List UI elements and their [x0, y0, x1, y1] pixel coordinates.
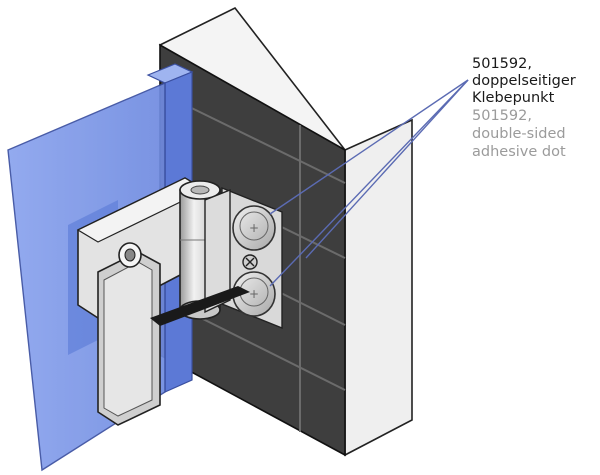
svg-text:+: + [249, 221, 259, 235]
screw-icon [242, 254, 258, 270]
part-callout-label: 501592, doppelseitiger Klebepunkt 501592… [472, 56, 600, 161]
callout-german-line-1: 501592, [472, 56, 532, 72]
screw-icon [118, 242, 142, 268]
hinge-wall-leaf [204, 188, 231, 314]
callout-english-line-2: double-sided [472, 126, 566, 142]
callout-german-line-2: doppelseitiger [472, 73, 576, 89]
callout-english-line-1: 501592, [472, 108, 532, 124]
wall-side-face [344, 118, 413, 457]
svg-text:+: + [249, 287, 259, 301]
callout-leader-lines [269, 79, 469, 287]
hinge-strap [150, 286, 250, 326]
adhesive-dot-icon: + [232, 205, 276, 251]
callout-german-line-3: Klebepunkt [472, 90, 555, 106]
callout-english-line-3: adhesive dot [472, 144, 566, 160]
